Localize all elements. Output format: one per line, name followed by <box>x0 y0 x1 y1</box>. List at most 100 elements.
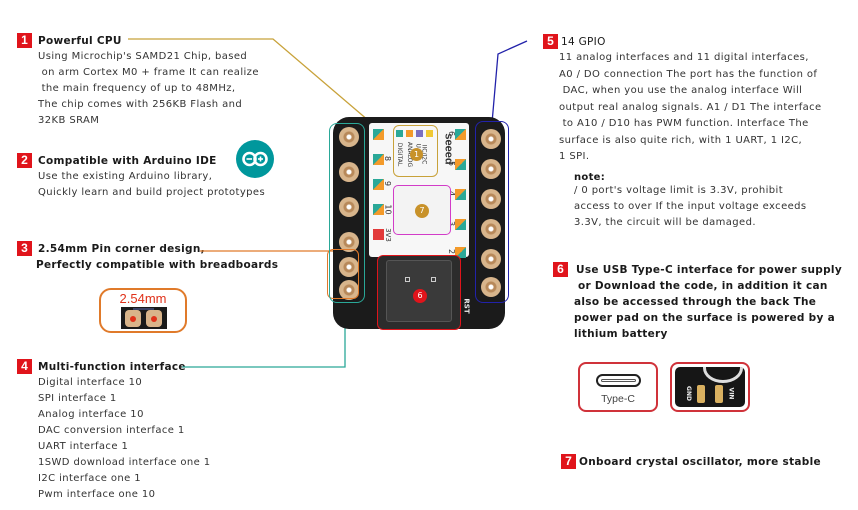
legend-square-i2c <box>426 130 433 137</box>
pin-color-square <box>455 159 466 170</box>
list-item: Digital interface 10 <box>38 377 143 388</box>
pin-color-square <box>455 129 466 140</box>
list-item: I2C interface one 1 <box>38 473 142 484</box>
interfaces-title: Multi-function interface <box>38 360 186 373</box>
feature-pins: 3 2.54mm Pin corner design, Perfectly com… <box>17 240 278 271</box>
pin-label: 2 <box>447 248 457 255</box>
pin-pad <box>339 162 359 182</box>
gpio-callout-line <box>491 40 528 124</box>
legend-square-digital <box>396 130 403 137</box>
usb-marker: 6 <box>413 289 427 303</box>
text-line: power pad on the surface is powered by a <box>574 312 835 324</box>
pin-pads-icon <box>121 307 167 329</box>
pin-color-square <box>455 219 466 230</box>
gpio-description: 11 analog interfaces and 11 digital inte… <box>559 50 822 166</box>
text-line: 1 SPI. <box>559 151 590 162</box>
pin-pad <box>481 277 501 297</box>
pin-pad <box>339 232 359 252</box>
arduino-logo-icon <box>236 140 274 178</box>
cpu-marker: 1 <box>410 148 423 161</box>
note-text: / 0 port's voltage limit is 3.3V, prohib… <box>574 183 807 231</box>
badge-4: 4 <box>17 359 32 374</box>
pin-label: 9 <box>383 180 393 187</box>
left-pin-labels: 8 9 10 3V3 <box>373 129 393 259</box>
list-item: Analog interface 10 <box>38 409 144 420</box>
text-line: on arm Cortex M0 + frame It can realize <box>38 67 259 78</box>
pin-label: 5 <box>447 160 457 167</box>
pin-color-square <box>455 189 466 200</box>
pin-color-square <box>373 154 384 165</box>
pins-subtitle: Perfectly compatible with breadboards <box>36 259 279 271</box>
arduino-title: Compatible with Arduino IDE <box>38 154 217 167</box>
xiao-board: 8 9 10 3V3 IIC/I2C UART ANALOG DIGITAL 1… <box>327 117 509 330</box>
typec-port-icon <box>596 374 641 387</box>
legend-square-uart <box>416 130 423 137</box>
interfaces-callout-line <box>182 302 346 368</box>
pin-pad <box>481 189 501 209</box>
cpu-description: Using Microchip's SAMD21 Chip, based on … <box>38 49 259 129</box>
usb-c-highlight: 6 <box>377 255 461 330</box>
pin-pad <box>481 159 501 179</box>
right-pin-labels: 6 5 4 3 2 <box>447 129 469 259</box>
pin-pad <box>339 197 359 217</box>
usb-description: or Download the code, in addition it can… <box>574 278 842 342</box>
pin-color-square <box>373 229 384 240</box>
interfaces-highlight <box>329 123 365 303</box>
cpu-callout-line <box>128 38 404 151</box>
text-line: surface is also quite rich, with 1 UART,… <box>559 134 803 146</box>
text-line: lithium battery <box>574 328 668 340</box>
usb-c-port <box>386 260 452 322</box>
list-item: 1SWD download interface one 1 <box>38 457 211 468</box>
pins-title: 2.54mm Pin corner design, <box>38 242 205 255</box>
pin-pad <box>481 249 501 269</box>
feature-interfaces: 4 Multi-function interface Digital interf… <box>17 358 211 503</box>
crystal-highlight: 7 <box>393 185 451 235</box>
gpio-title: 14 GPIO <box>561 35 606 48</box>
list-item: UART interface 1 <box>38 441 129 452</box>
pin-color-square <box>455 247 466 258</box>
battery-pads-illustration: GND VIN <box>670 362 750 412</box>
badge-3: 3 <box>17 241 32 256</box>
badge-7: 7 <box>561 454 576 469</box>
rst-label: RST <box>462 298 471 314</box>
text-line: Using Microchip's SAMD21 Chip, based <box>38 51 248 62</box>
text-line: A0 / DO connection The port has the func… <box>559 68 818 80</box>
pin-label: 8 <box>383 155 393 162</box>
typec-illustration: Type-C <box>578 362 658 412</box>
pin-legend: IIC/I2C UART ANALOG DIGITAL 1 <box>393 125 438 177</box>
text-line: The chip comes with 256KB Flash and <box>38 99 243 110</box>
text-line: / 0 port's voltage limit is 3.3V, prohib… <box>574 185 784 196</box>
legend-square-analog <box>406 130 413 137</box>
cpu-title: Powerful CPU <box>38 34 122 47</box>
text-line: or Download the code, in addition it can <box>574 280 828 292</box>
pin-label: 3V3 <box>383 228 392 242</box>
gpio-note: note: / 0 port's voltage limit is 3.3V, … <box>574 172 807 231</box>
text-line: output real analog signals. A1 / D1 The … <box>559 101 822 113</box>
text-line: the main frequency of up to 48MHz, <box>38 83 236 94</box>
list-item: DAC conversion interface 1 <box>38 425 185 436</box>
pin-pad <box>339 257 359 277</box>
crystal-marker: 7 <box>415 204 429 218</box>
right-pin-header <box>479 125 503 300</box>
badge-6: 6 <box>553 262 568 277</box>
gnd-pad <box>697 385 705 403</box>
text-line: 11 analog interfaces and 11 digital inte… <box>559 52 809 63</box>
left-pin-header <box>337 125 361 300</box>
vin-pad <box>715 385 723 403</box>
badge-5: 5 <box>543 34 558 49</box>
pin-color-square <box>373 129 384 140</box>
pin-label: 6 <box>447 130 457 137</box>
gpio-highlight <box>475 121 509 303</box>
pin-pad <box>339 127 359 147</box>
list-item: Pwm interface one 10 <box>38 489 156 500</box>
list-item: SPI interface 1 <box>38 393 117 404</box>
pitch-label: 2.54mm <box>119 291 167 306</box>
pin-pad <box>481 219 501 239</box>
pin-pad <box>481 129 501 149</box>
crystal-title: Onboard crystal oscillator, more stable <box>579 455 821 468</box>
text-line: to A10 / D10 has PWM function. Interface… <box>559 118 809 129</box>
note-title: note: <box>574 172 606 183</box>
